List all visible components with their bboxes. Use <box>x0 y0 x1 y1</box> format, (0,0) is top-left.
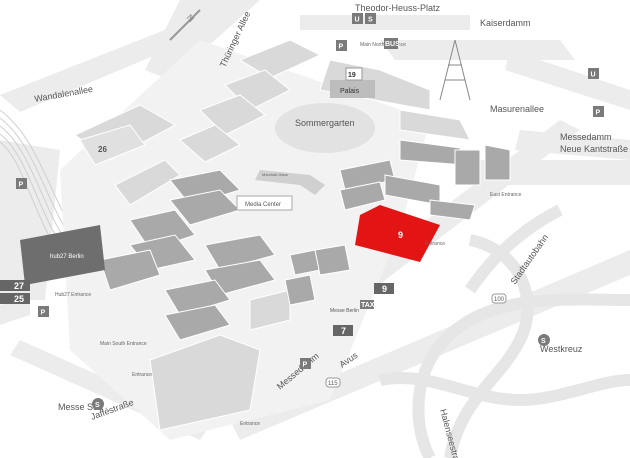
svg-text:S: S <box>95 402 100 409</box>
hub27-label: hub27 Berlin <box>50 254 84 260</box>
parking-icon-south: P <box>300 358 311 369</box>
entrance-bottom: Entrance <box>240 421 260 427</box>
svg-text:P: P <box>41 310 46 317</box>
sommergarten-label: Sommergarten <box>295 118 355 128</box>
transit-s-top: S <box>365 13 376 24</box>
hall-9-label: 9 <box>398 230 403 240</box>
highway-interchange <box>378 204 630 458</box>
svg-text:P: P <box>596 110 601 117</box>
exit-7-marker: 7 <box>333 325 353 336</box>
sommergarten-garden <box>275 103 375 153</box>
entrance-right: Entrance <box>425 241 445 247</box>
entrance-hub27: Hub27 Entrance <box>55 292 91 298</box>
svg-text:U: U <box>591 72 596 79</box>
marshall-haus-label: Marshall-Haus <box>262 172 288 177</box>
palais-label: Palais <box>340 88 360 95</box>
svg-text:P: P <box>339 44 344 51</box>
svg-text:U: U <box>355 17 360 24</box>
radio-tower <box>439 39 471 101</box>
bus-icon: BUS <box>384 38 400 49</box>
media-center-label: Media Center <box>245 202 281 208</box>
svg-text:P: P <box>303 362 308 369</box>
hall-26 <box>79 124 146 166</box>
halls-mid <box>99 139 511 341</box>
svg-text:27: 27 <box>14 281 24 291</box>
exit-9-marker: 9 <box>374 283 394 294</box>
entrance-main-south: Main South Entrance <box>100 341 147 347</box>
svg-text:100: 100 <box>494 297 505 303</box>
entrance-main-north: Main North Entrance <box>360 42 406 48</box>
svg-text:9: 9 <box>382 284 387 294</box>
route-a115-marker: 115 <box>325 377 341 388</box>
messe-berlin-label: Messe Berlin <box>330 308 359 314</box>
label-westkreuz: Westkreuz <box>540 344 583 354</box>
transit-u-top: U <box>352 13 363 24</box>
svg-text:BUS: BUS <box>385 41 400 48</box>
street-neue-kantstrasse: Neue Kantstraße <box>560 144 628 154</box>
media-center <box>236 195 293 211</box>
exit-27-marker: 27 <box>0 280 30 291</box>
taxi-icon: TAXI <box>360 300 376 309</box>
svg-text:7: 7 <box>341 326 346 336</box>
transit-u-kaiserdamm: U <box>588 68 599 79</box>
route-a100-marker: 100 <box>491 293 507 304</box>
svg-text:TAXI: TAXI <box>361 302 376 309</box>
exit-25-marker: 25 <box>0 293 30 304</box>
svg-text:P: P <box>19 182 24 189</box>
parking-icon-east: P <box>593 106 604 117</box>
parking-icon-bottom: P <box>38 306 49 317</box>
transit-s-westkreuz: S <box>538 334 550 346</box>
svg-text:25: 25 <box>14 294 24 304</box>
street-messedamm-top: Messedamm <box>560 132 612 142</box>
hall-19-label: 19 <box>348 72 356 79</box>
parking-icon-north: P <box>336 40 347 51</box>
svg-text:S: S <box>368 17 373 24</box>
svg-text:115: 115 <box>328 381 338 387</box>
palais-building <box>330 80 375 98</box>
north-arrow-icon: N <box>169 9 201 41</box>
parking-icon-left: P <box>16 178 27 189</box>
street-masurenallee: Masurenallee <box>490 104 544 114</box>
street-kaiserdamm: Kaiserdamm <box>480 18 531 28</box>
entrance-east: East Entrance <box>490 192 522 198</box>
svg-text:N: N <box>185 12 197 24</box>
hub27-hall <box>20 225 105 285</box>
transit-s-messe-sud: S <box>92 398 104 410</box>
label-messe-sud: Messe Süd <box>58 402 103 412</box>
street-theodor-heuss-platz: Theodor-Heuss-Platz <box>355 3 441 13</box>
hall-26-label: 26 <box>98 145 107 154</box>
entrance-bottom-left: Entrance <box>132 372 152 378</box>
hall-9-highlight[interactable] <box>355 205 440 262</box>
svg-text:S: S <box>541 338 546 345</box>
hall-19-box <box>345 67 363 81</box>
marshall-haus <box>255 170 325 195</box>
